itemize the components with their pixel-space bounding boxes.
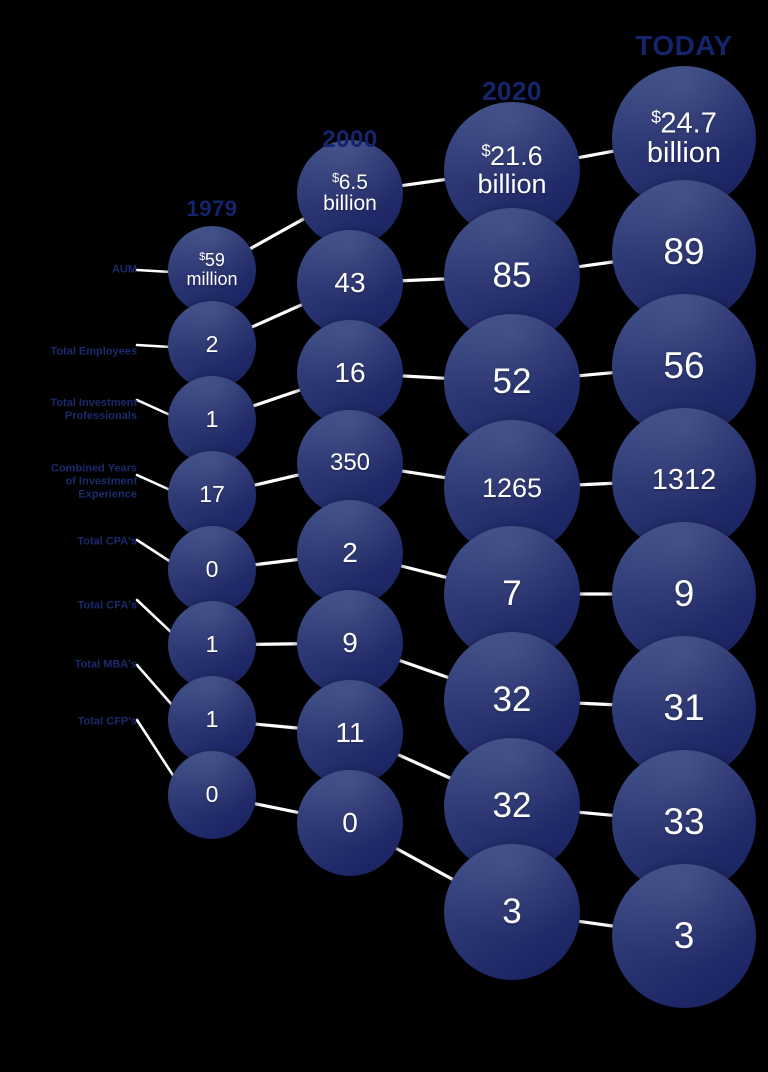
metric-value: $59 million (186, 250, 238, 289)
metric-value: 0 (205, 556, 219, 583)
metric-value: 89 (663, 230, 705, 272)
column-heading-1979: 1979 (186, 196, 238, 221)
metric-value: 32 (492, 679, 532, 719)
inter-column-connector (393, 846, 456, 882)
inter-column-connector (399, 469, 448, 480)
metric-bubble: 0 (168, 751, 256, 839)
metric-value: 3 (673, 914, 695, 956)
row-label-total-cfas: Total CFA's (77, 599, 137, 612)
metric-value: 1312 (651, 463, 717, 496)
row-label-aum: AUM (111, 263, 137, 276)
metric-bubble: 9 (297, 590, 403, 696)
metric-value: 85 (492, 255, 532, 295)
inter-column-connector (576, 481, 616, 487)
metric-value: 350 (329, 448, 371, 476)
row-label-total-mbas: Total MBA's (74, 658, 137, 671)
metric-value: 1 (205, 631, 219, 658)
metric-value: 11 (335, 717, 365, 749)
metric-bubble: 3 (444, 844, 580, 980)
metric-value: 0 (342, 807, 358, 839)
inter-column-connector (576, 810, 616, 818)
metric-bubble: 2 (297, 500, 403, 606)
metric-value: 56 (663, 344, 705, 386)
inter-column-connector (249, 302, 305, 329)
inter-column-connector (576, 370, 616, 378)
inter-column-connector (252, 473, 302, 487)
column-heading-today: TODAY (635, 30, 733, 61)
row-label-total-cfps: Total CFP's (77, 715, 137, 728)
inter-column-connector (576, 260, 616, 269)
currency-symbol: $ (481, 141, 491, 161)
metric-value: 32 (492, 785, 532, 825)
inter-column-connector (576, 701, 616, 707)
inter-column-connector (400, 277, 448, 283)
row-label-total-employees: Total Employees (50, 345, 137, 358)
metric-bubble: 11 (297, 680, 403, 786)
row-label-combined-years-of-investment-experience: Combined Years of Investment Experience (51, 462, 137, 501)
inter-column-connector (253, 557, 301, 567)
metric-value: 2 (205, 331, 219, 358)
metric-value: 43 (334, 267, 366, 299)
inter-column-connector (253, 642, 300, 646)
metric-bubble: 350 (297, 410, 403, 516)
inter-column-connector (253, 722, 300, 730)
inter-column-connector (398, 564, 449, 580)
metric-value: $24.7 billion (646, 106, 722, 170)
inter-column-connector (397, 658, 451, 680)
metric-bubble: 43 (297, 230, 403, 336)
metric-bubble: 3 (612, 864, 756, 1008)
metric-bubble: $21.6 billion (444, 102, 580, 238)
metric-value: 16 (334, 357, 366, 389)
metric-value: $21.6 billion (477, 140, 547, 199)
metric-value: $6.5 billion (323, 169, 377, 216)
metric-value: 1 (205, 406, 219, 433)
currency-symbol: $ (651, 106, 662, 127)
metric-value: 17 (199, 481, 225, 508)
metric-value: 9 (342, 627, 358, 659)
metric-value: 33 (663, 800, 705, 842)
inter-column-connector (576, 919, 616, 928)
metric-value: 3 (502, 891, 522, 931)
metric-value: 9 (673, 572, 695, 614)
inter-column-connector (575, 149, 617, 160)
metric-value: 1265 (481, 472, 543, 503)
metric-value: 0 (205, 781, 219, 808)
metric-value: 52 (492, 361, 532, 401)
metric-value: 1 (205, 706, 219, 733)
metric-value: 31 (663, 686, 705, 728)
currency-symbol: $ (199, 251, 206, 264)
inter-column-connector (399, 177, 448, 188)
inter-column-connector (248, 216, 307, 251)
metric-bubble: 0 (297, 770, 403, 876)
metric-value: 2 (342, 537, 358, 569)
inter-column-connector (395, 752, 453, 781)
currency-symbol: $ (332, 169, 340, 185)
metric-value: 7 (502, 573, 522, 613)
column-heading-2020: 2020 (482, 76, 542, 106)
row-label-total-cpas: Total CPA's (77, 535, 137, 548)
column-heading-2000: 2000 (322, 126, 378, 153)
inter-column-connector (252, 801, 301, 815)
row-label-total-investment-professionals: Total Investment Professionals (50, 397, 137, 422)
metric-bubble: 16 (297, 320, 403, 426)
metric-bubble: $6.5 billion (297, 140, 403, 246)
inter-column-connector (251, 388, 303, 408)
inter-column-connector (400, 374, 448, 380)
